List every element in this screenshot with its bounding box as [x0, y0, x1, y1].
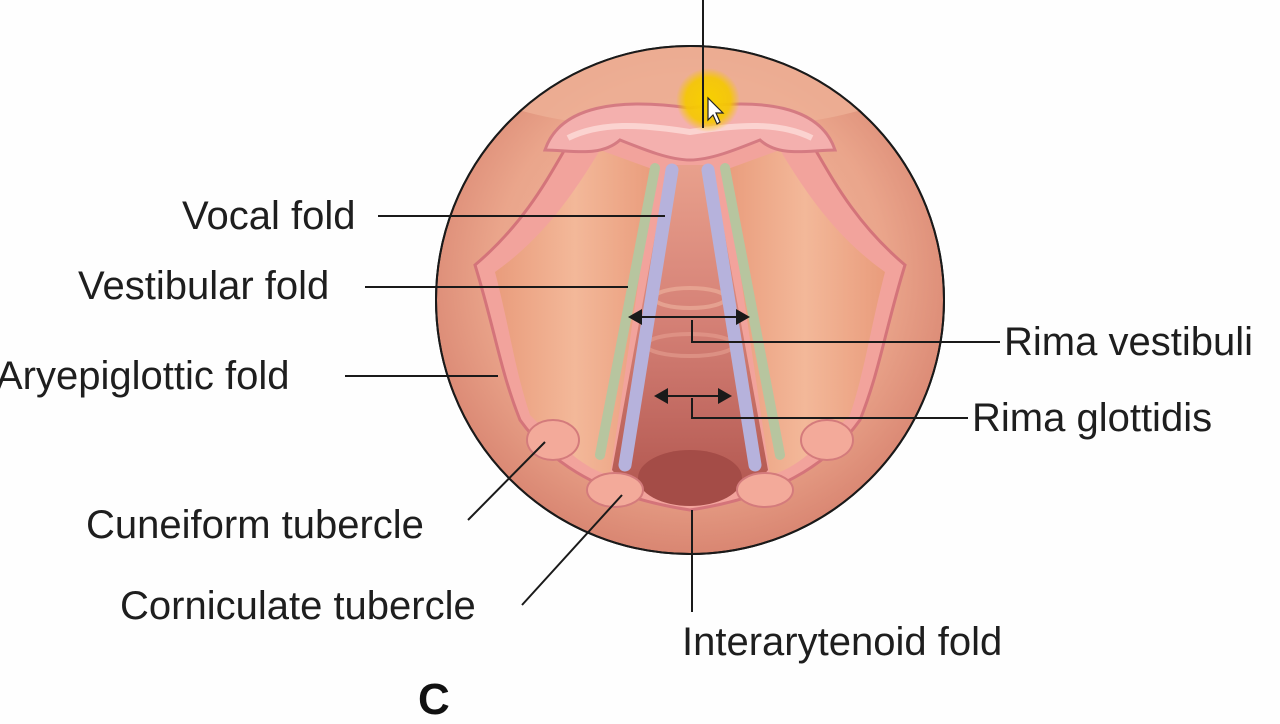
panel-label: C [418, 675, 450, 724]
leader-cuneiform-tubercle [467, 441, 546, 521]
label-corniculate-tubercle: Corniculate tubercle [120, 584, 476, 628]
right-cuneiform-tubercle [800, 419, 854, 461]
label-aryepiglottic-fold: Aryepiglottic fold [0, 354, 290, 398]
trachea-opening [638, 450, 742, 506]
right-vestibular-band [720, 163, 785, 460]
label-rima-glottidis: Rima glottidis [972, 396, 1213, 440]
rima-vestibuli-arrowhead-left [628, 309, 642, 325]
rima-glottidis-arrowhead-left [654, 388, 668, 404]
rima-vestibuli-arrowhead-right [736, 309, 750, 325]
right-corniculate-tubercle [736, 472, 794, 508]
left-corniculate-tubercle [586, 472, 644, 508]
label-vocal-fold: Vocal fold [182, 194, 356, 238]
larynx-view-border [435, 45, 945, 555]
tongue-base [460, 46, 920, 130]
label-cuneiform-tubercle: Cuneiform tubercle [86, 503, 424, 547]
leader-corniculate-tubercle [521, 494, 623, 606]
epiglottis-edge [566, 122, 814, 141]
left-cuneiform-tubercle [526, 419, 580, 461]
rima-glottidis-arrowhead-right [718, 388, 732, 404]
leader-rima-glottidis [691, 398, 968, 419]
cursor-arrow-icon [707, 96, 725, 125]
label-vestibular-fold: Vestibular fold [78, 264, 330, 308]
leader-rima-vestibuli [691, 320, 1000, 343]
lumen [612, 165, 768, 497]
label-rima-vestibuli: Rima vestibuli [1004, 320, 1253, 364]
label-interarytenoid-fold: Interarytenoid fold [682, 620, 1003, 664]
